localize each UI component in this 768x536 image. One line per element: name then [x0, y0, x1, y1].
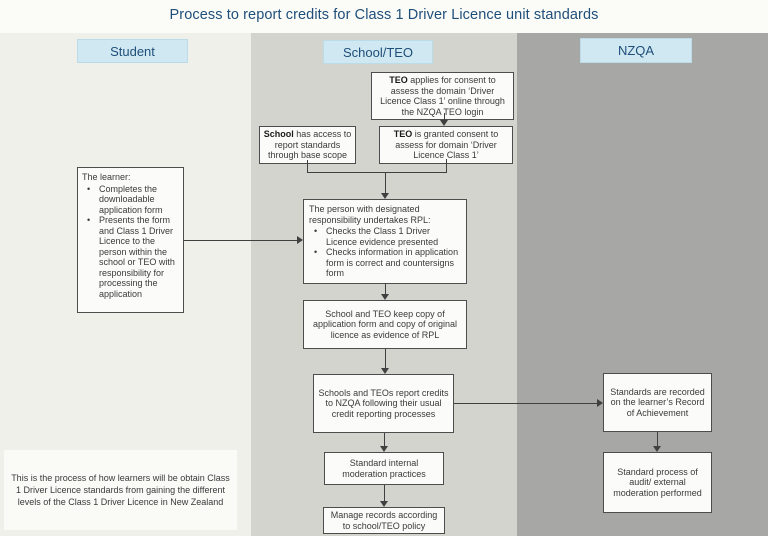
box-school-access: School has access to report standards th… — [259, 126, 356, 164]
connector-merge-horizontal — [307, 172, 447, 173]
arrowhead-down-icon — [381, 368, 389, 374]
arrowhead-down-icon — [380, 446, 388, 452]
box-rpl-bullets: Checks the Class 1 Driver Licence eviden… — [309, 226, 461, 279]
lane-header-school-teo: School/TEO — [323, 40, 433, 64]
process-note: This is the process of how learners will… — [4, 450, 237, 530]
arrowhead-right-icon — [597, 399, 603, 407]
box-rpl-title: The person with designated responsibilit… — [309, 204, 431, 225]
connector-rpl-to-keep-copy — [385, 283, 386, 295]
arrowhead-down-icon — [381, 294, 389, 300]
connector-teo-applies-to-granted — [444, 113, 445, 121]
connector-merge-to-rpl — [385, 172, 386, 194]
arrowhead-down-icon — [381, 193, 389, 199]
box-learner-bullets: Completes the downloadable application f… — [82, 184, 179, 300]
bullet-item: Presents the form and Class 1 Driver Lic… — [85, 215, 179, 299]
arrowhead-down-icon — [653, 446, 661, 452]
box-audit-moderation: Standard process of audit/ external mode… — [603, 452, 712, 513]
connector-report-to-standards — [454, 403, 598, 404]
lane-header-student: Student — [77, 39, 188, 63]
box-teo-applies-text: TEO applies for consent to assess the do… — [380, 75, 505, 117]
bullet-item: Checks information in application form i… — [312, 247, 461, 279]
box-teo-granted: TEO is granted consent to assess for dom… — [379, 126, 513, 164]
connector-internal-to-manage — [384, 485, 385, 502]
connector-standards-to-audit — [657, 432, 658, 447]
connector-school-access-down — [307, 160, 308, 173]
box-teo-granted-text: TEO is granted consent to assess for dom… — [393, 129, 499, 161]
box-learner-title: The learner: — [82, 172, 131, 182]
lane-header-nzqa: NZQA — [580, 38, 692, 63]
box-standards-recorded: Standards are recorded on the learner’s … — [603, 373, 712, 432]
box-manage-records: Manage records according to school/TEO p… — [323, 507, 445, 535]
connector-teo-granted-down — [446, 159, 447, 173]
bullet-item: Completes the downloadable application f… — [85, 184, 179, 216]
box-keep-copy: School and TEO keep copy of application … — [303, 300, 467, 349]
box-report-credits: Schools and TEOs report credits to NZQA … — [313, 374, 454, 433]
box-internal-moderation: Standard internal moderation practices — [324, 452, 444, 485]
connector-learner-to-rpl — [184, 240, 297, 241]
box-school-access-text: School has access to report standards th… — [263, 129, 352, 161]
arrowhead-down-icon — [440, 120, 448, 126]
bullet-item: Checks the Class 1 Driver Licence eviden… — [312, 226, 461, 247]
page-title: Process to report credits for Class 1 Dr… — [169, 7, 599, 23]
box-teo-applies: TEO applies for consent to assess the do… — [371, 72, 514, 121]
connector-report-to-internal — [384, 433, 385, 447]
box-learner: The learner: Completes the downloadable … — [77, 167, 184, 313]
arrowhead-right-icon — [297, 236, 303, 244]
box-rpl: The person with designated responsibilit… — [303, 199, 467, 284]
arrowhead-down-icon — [380, 501, 388, 507]
connector-keep-copy-to-report — [385, 349, 386, 369]
